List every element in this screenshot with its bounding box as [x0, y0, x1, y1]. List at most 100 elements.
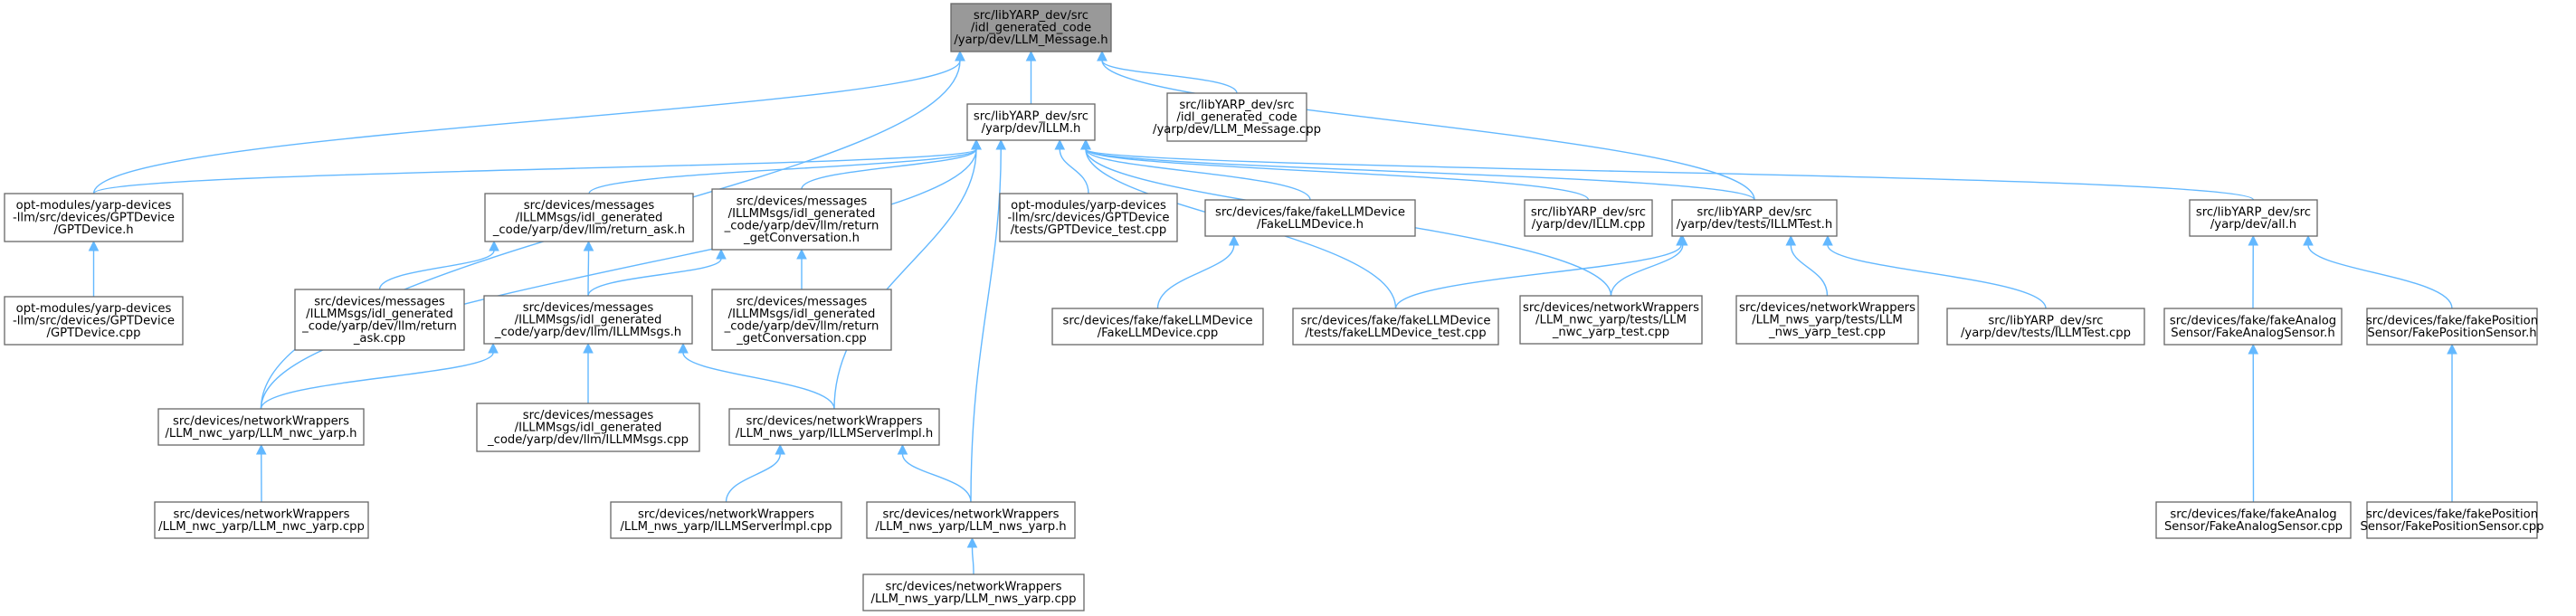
node-label-line: src/devices/messages [737, 295, 868, 308]
graph-node[interactable]: src/devices/messages/ILLMMsgs/idl_genera… [711, 188, 892, 251]
graph-node[interactable]: src/libYARP_dev/src/yarp/dev/tests/ILLMT… [1946, 308, 2145, 346]
graph-node[interactable]: src/libYARP_dev/src/idl_generated_code/y… [1153, 92, 1321, 142]
dependency-edge [260, 138, 982, 410]
node-label-line: /ILLMMsgs/idl_generated [515, 314, 662, 327]
node-label-line: /yarp/dev/ILLM.h [982, 122, 1081, 136]
node-label-line: src/libYARP_dev/src [974, 9, 1088, 23]
node-label-line: _code/yarp/dev/llm/return [724, 319, 879, 333]
dependency-edge [2303, 234, 2453, 309]
node-box [950, 3, 1112, 52]
node-label-line: src/devices/fake/fakeLLMDevice [1215, 205, 1405, 219]
node-label-line: src/devices/messages [737, 194, 868, 208]
graph-node[interactable]: src/devices/networkWrappers/LLM_nwc_yarp… [157, 408, 365, 446]
node-box [1946, 308, 2145, 346]
graph-node[interactable]: src/devices/networkWrappers/LLM_nws_yarp… [610, 501, 842, 539]
node-label-line: /LLM_nws_yarp/LLM_nws_yarp.cpp [871, 592, 1077, 606]
graph-node[interactable]: src/devices/fake/fakeAnalogSensor/FakeAn… [2155, 501, 2352, 539]
node-label-line: /FakeLLMDevice.cpp [1098, 327, 1219, 340]
node-label-line: _code/yarp/dev/llm/return [301, 319, 457, 333]
node-box [2366, 308, 2538, 346]
node-box [154, 501, 369, 539]
node-box [999, 193, 1178, 242]
node-label-line: /GPTDevice.cpp [47, 327, 141, 340]
graph-node[interactable]: src/devices/networkWrappers/LLM_nws_yarp… [1735, 295, 1919, 345]
graph-node[interactable]: src/libYARP_dev/src/yarp/dev/tests/ILLMT… [1671, 199, 1838, 237]
node-box [610, 501, 842, 539]
graph-node[interactable]: opt-modules/yarp-devices-llm/src/devices… [4, 296, 184, 346]
node-label-line: /yarp/dev/LLM_Message.cpp [1153, 123, 1321, 137]
dependency-edge [2447, 343, 2457, 503]
node-label-line: /tests/GPTDevice_test.cpp [1011, 223, 1167, 237]
node-box [711, 188, 892, 251]
node-label-line: opt-modules/yarp-devices [16, 302, 172, 316]
node-label-line: /LLM_nws_yarp/ILLMServerImpl.h [736, 427, 933, 441]
dependency-edge [1080, 138, 2255, 201]
node-label-line: src/libYARP_dev/src [974, 109, 1088, 123]
node-box [1524, 199, 1653, 237]
dependency-edge [88, 240, 100, 298]
dependency-edge [966, 536, 978, 575]
node-label-line: /yarp/dev/tests/ILLMTest.h [1677, 218, 1832, 232]
graph-node[interactable]: src/devices/fake/fakeLLMDevice/FakeLLMDe… [1051, 308, 1264, 346]
graph-node[interactable]: opt-modules/yarp-devices-llm/src/devices… [999, 193, 1178, 242]
graph-node[interactable]: src/devices/fake/fakePositionSensor/Fake… [2366, 308, 2538, 346]
node-box [711, 289, 892, 351]
graph-node[interactable]: src/devices/messages/ILLMMsgs/idl_genera… [294, 289, 465, 351]
node-box [2366, 501, 2538, 539]
graph-node[interactable]: src/devices/messages/ILLMMsgs/idl_genera… [476, 403, 700, 452]
node-label-line: /yarp/dev/tests/ILLMTest.cpp [1961, 327, 2131, 340]
node-label-line: /LLM_nws_yarp/ILLMServerImpl.cpp [620, 520, 832, 534]
node-box [1671, 199, 1838, 237]
dependency-edge [92, 138, 982, 194]
node-label-line: /LLM_nwc_yarp/tests/LLM [1535, 314, 1687, 327]
dependency-edge [1054, 138, 1089, 194]
graph-node[interactable]: src/devices/networkWrappers/LLM_nwc_yarp… [154, 501, 369, 539]
node-label-line: Sensor/FakeAnalogSensor.h [2171, 327, 2335, 340]
graph-node[interactable]: src/devices/messages/ILLMMsgs/idl_genera… [711, 289, 892, 351]
node-label-line: -llm/src/devices/GPTDevice [1007, 212, 1169, 225]
node-label-line: /ILLMMsgs/idl_generated [728, 207, 876, 221]
graph-node[interactable]: src/libYARP_dev/src/yarp/dev/ILLM.h [966, 103, 1096, 141]
node-box [2163, 308, 2343, 346]
dependency-edge [2248, 234, 2259, 309]
dependency-edge [92, 50, 965, 194]
graph-node[interactable]: src/devices/fake/fakeLLMDevice/FakeLLMDe… [1204, 199, 1416, 237]
node-label-line: /yarp/dev/ILLM.cpp [1532, 218, 1645, 232]
dependency-edge [725, 443, 786, 503]
graph-node[interactable]: src/devices/fake/fakeLLMDevice/tests/fak… [1292, 308, 1499, 346]
node-label-line: src/libYARP_dev/src [1179, 99, 1294, 112]
node-box [2155, 501, 2352, 539]
node-label-line: opt-modules/yarp-devices [1011, 199, 1166, 213]
node-label-line: /LLM_nwc_yarp/LLM_nwc_yarp.cpp [158, 520, 365, 534]
node-label-line: /idl_generated_code [1176, 111, 1297, 125]
graph-node[interactable]: opt-modules/yarp-devices-llm/src/devices… [4, 193, 184, 242]
dependency-edge [1610, 234, 1688, 297]
graph-node[interactable]: src/devices/fake/fakePositionSensor/Fake… [2361, 501, 2544, 539]
node-label-line: src/devices/networkWrappers [883, 507, 1060, 521]
node-label-line: /yarp/dev/LLM_Message.h [954, 33, 1107, 47]
graph-node[interactable]: src/devices/fake/fakeAnalogSensor/FakeAn… [2163, 308, 2343, 346]
node-label-line: src/devices/networkWrappers [174, 507, 350, 521]
node-label-line: -llm/src/devices/GPTDevice [13, 315, 175, 328]
graph-node[interactable]: src/devices/messages/ILLMMsgs/idl_genera… [484, 193, 694, 242]
node-label-line: src/devices/messages [314, 295, 445, 308]
graph-node[interactable]: src/libYARP_dev/src/yarp/dev/all.h [2189, 199, 2318, 237]
graph-node[interactable]: src/devices/messages/ILLMMsgs/idl_genera… [483, 295, 693, 345]
graph-node[interactable]: src/devices/networkWrappers/LLM_nwc_yarp… [1519, 295, 1703, 345]
node-label-line: src/devices/messages [523, 301, 654, 315]
node-label-line: src/devices/messages [524, 199, 655, 213]
graph-node[interactable]: src/devices/networkWrappers/LLM_nws_yarp… [728, 408, 940, 446]
node-label-line: /ILLMMsgs/idl_generated [516, 212, 663, 225]
dependency-edge [1080, 138, 1590, 201]
dependency-edge [1156, 234, 1240, 309]
graph-node[interactable]: src/libYARP_dev/src/yarp/dev/ILLM.cpp [1524, 199, 1653, 237]
node-label-line: src/devices/networkWrappers [173, 414, 349, 428]
node-box [157, 408, 365, 446]
node-label-line: src/devices/networkWrappers [1739, 301, 1915, 315]
node-box [294, 289, 465, 351]
dependency-edge [796, 248, 807, 289]
dependency-edge [833, 138, 982, 410]
node-label-line: src/libYARP_dev/src [1531, 205, 1646, 219]
graph-node[interactable]: src/devices/networkWrappers/LLM_nws_yarp… [862, 573, 1085, 611]
graph-node[interactable]: src/devices/networkWrappers/LLM_nws_yarp… [866, 501, 1076, 539]
